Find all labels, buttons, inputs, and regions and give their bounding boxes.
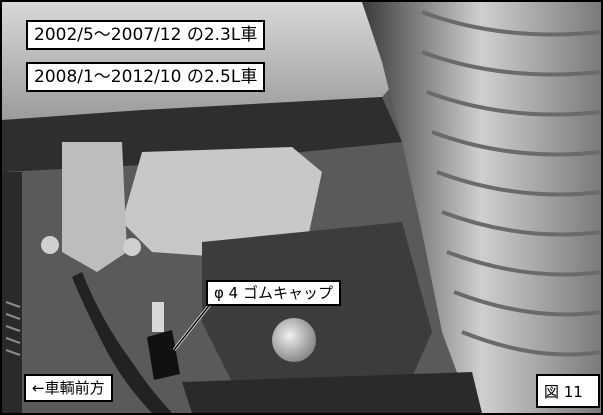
model-years-2-3l-label: 2002/5～2007/12 の2.3L車 (26, 20, 266, 50)
rubber-cap (147, 330, 180, 380)
figure-number-label: 図 11 (536, 374, 600, 408)
small-bolt-left (41, 236, 59, 254)
spring-coil (5, 301, 21, 356)
nipple (152, 302, 164, 332)
bottom-shadow (182, 372, 482, 413)
bolt (272, 318, 316, 362)
bracket (122, 147, 322, 257)
hose-ribs (421, 10, 601, 357)
rubber-cap-callout: φ 4 ゴムキャップ (206, 280, 341, 306)
corrugated-hose (362, 2, 601, 413)
small-bolt-right (123, 238, 141, 256)
vacuum-hose (72, 272, 172, 413)
left-edge (2, 172, 22, 413)
model-years-2-5l-label: 2008/1～2012/10 の2.5L車 (26, 62, 266, 92)
vehicle-front-direction-label: ←車輌前方 (24, 374, 113, 402)
leader-line (173, 301, 213, 351)
connector-housing (62, 142, 127, 272)
